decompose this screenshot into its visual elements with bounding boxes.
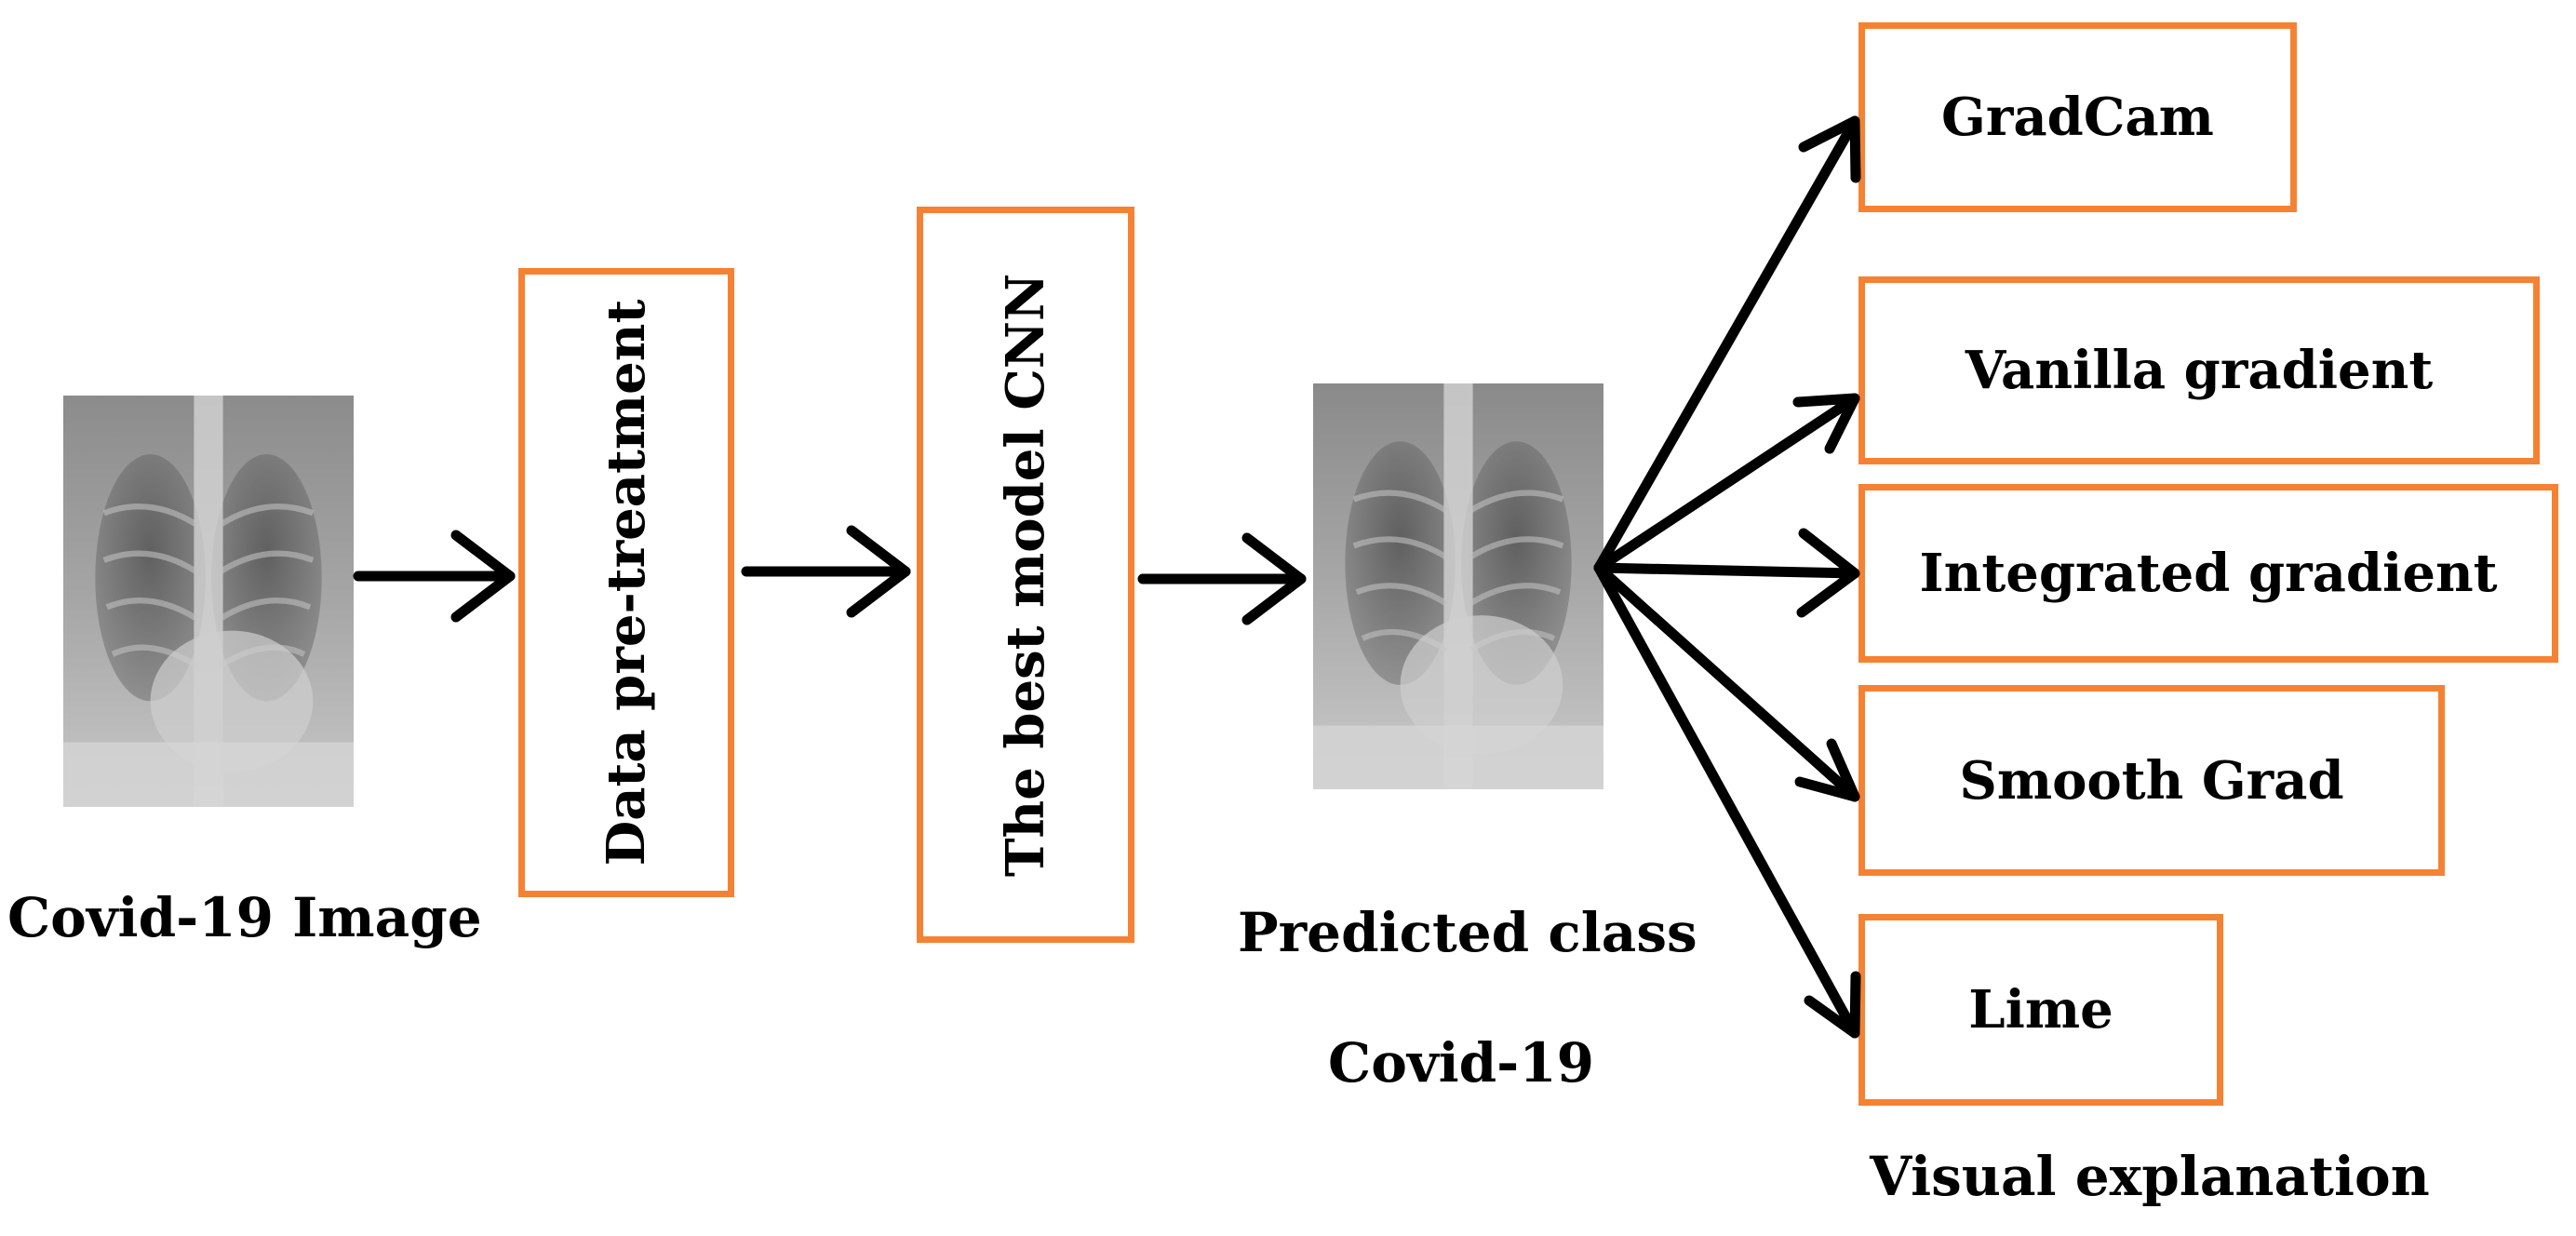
explanation-label-integrated-gradient: Integrated gradient	[1919, 543, 2498, 604]
visual-explanation-caption: Visual explanation	[1870, 1145, 2430, 1208]
explanation-box-vanilla-gradient: Vanilla gradient	[1858, 276, 2540, 464]
chest-xray-image-icon	[63, 396, 354, 807]
explanation-box-smooth-grad: Smooth Grad	[1858, 685, 2445, 876]
input-xray-image	[63, 396, 354, 807]
explanation-box-integrated-gradient: Integrated gradient	[1858, 484, 2558, 663]
arrow-to-integrated-gradient	[1593, 528, 1860, 618]
step-box-best-model-cnn: The best model CNN	[917, 207, 1134, 943]
explanation-label-lime: Lime	[1968, 979, 2113, 1041]
explanation-label-gradcam: GradCam	[1941, 87, 2214, 148]
arrow-to-smooth-grad	[1593, 562, 1860, 802]
step-box-data-pretreatment: Data pre-treatment	[518, 268, 734, 897]
input-image-caption: Covid-19 Image	[7, 886, 482, 949]
explanation-box-lime: Lime	[1858, 914, 2223, 1106]
arrow-to-gradcam	[1593, 115, 1861, 573]
arrow-model-to-prediction	[1137, 532, 1307, 625]
predicted-class-value: Covid-19	[1328, 1031, 1594, 1095]
step-label-best-model-cnn: The best model CNN	[995, 273, 1056, 877]
arrow-input-to-pretreatment	[353, 530, 516, 623]
step-label-data-pretreatment: Data pre-treatment	[596, 299, 657, 867]
arrow-to-vanilla-gradient	[1593, 393, 1860, 573]
arrow-pretreatment-to-model	[741, 525, 911, 618]
chest-xray-image-icon	[1313, 383, 1603, 789]
output-xray-image	[1313, 383, 1603, 789]
explanation-label-vanilla-gradient: Vanilla gradient	[1965, 340, 2434, 401]
explanation-box-gradcam: GradCam	[1858, 22, 2297, 212]
explanation-label-smooth-grad: Smooth Grad	[1959, 749, 2344, 812]
predicted-class-caption: Predicted class	[1238, 901, 1697, 964]
